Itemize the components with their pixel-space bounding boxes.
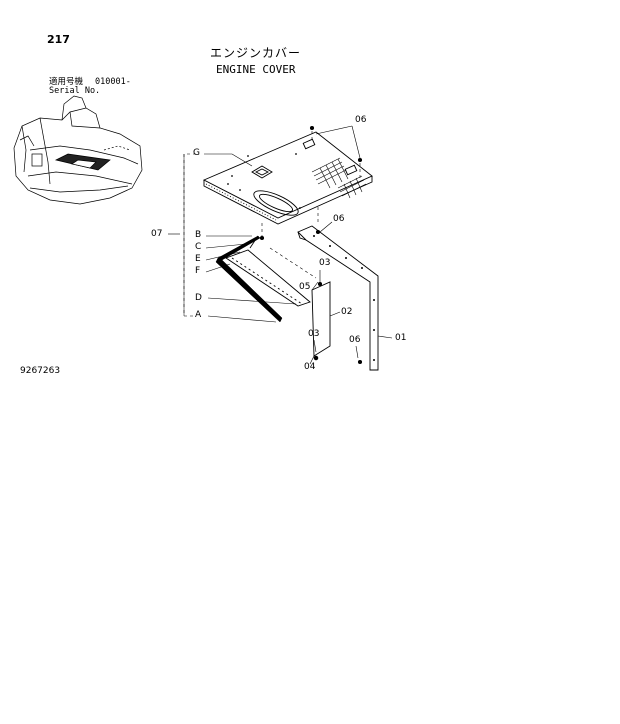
page-title-jp: エンジンカバー xyxy=(210,46,302,60)
page-title-en: ENGINE COVER xyxy=(216,63,296,76)
serial-label-en: Serial No. xyxy=(49,86,101,96)
callout-C: C xyxy=(195,242,202,252)
callout-B: B xyxy=(195,230,202,240)
serial-value: 010001- xyxy=(95,77,131,87)
callout-02: 02 xyxy=(341,307,353,317)
callout-G: G xyxy=(193,148,200,158)
callout-07: 07 xyxy=(151,229,163,239)
callout-03-lower: 03 xyxy=(308,329,320,339)
serial-label-jp: 適用号機 xyxy=(49,77,84,87)
page-number: 217 xyxy=(47,33,70,46)
callout-E: E xyxy=(195,254,201,264)
callout-06-top: 06 xyxy=(355,115,367,125)
drawing-number: 9267263 xyxy=(20,366,61,376)
callout-05: 05 xyxy=(299,282,311,292)
callout-06-mid: 06 xyxy=(333,214,345,224)
callout-04: 04 xyxy=(304,362,316,372)
callout-D: D xyxy=(195,293,202,303)
callout-F: F xyxy=(195,266,201,276)
engine-cover-plate xyxy=(202,131,373,219)
callout-06-low: 06 xyxy=(349,335,361,345)
callout-A: A xyxy=(195,310,202,320)
callout-03-upper: 03 xyxy=(319,258,331,268)
callout-01: 01 xyxy=(395,333,407,343)
